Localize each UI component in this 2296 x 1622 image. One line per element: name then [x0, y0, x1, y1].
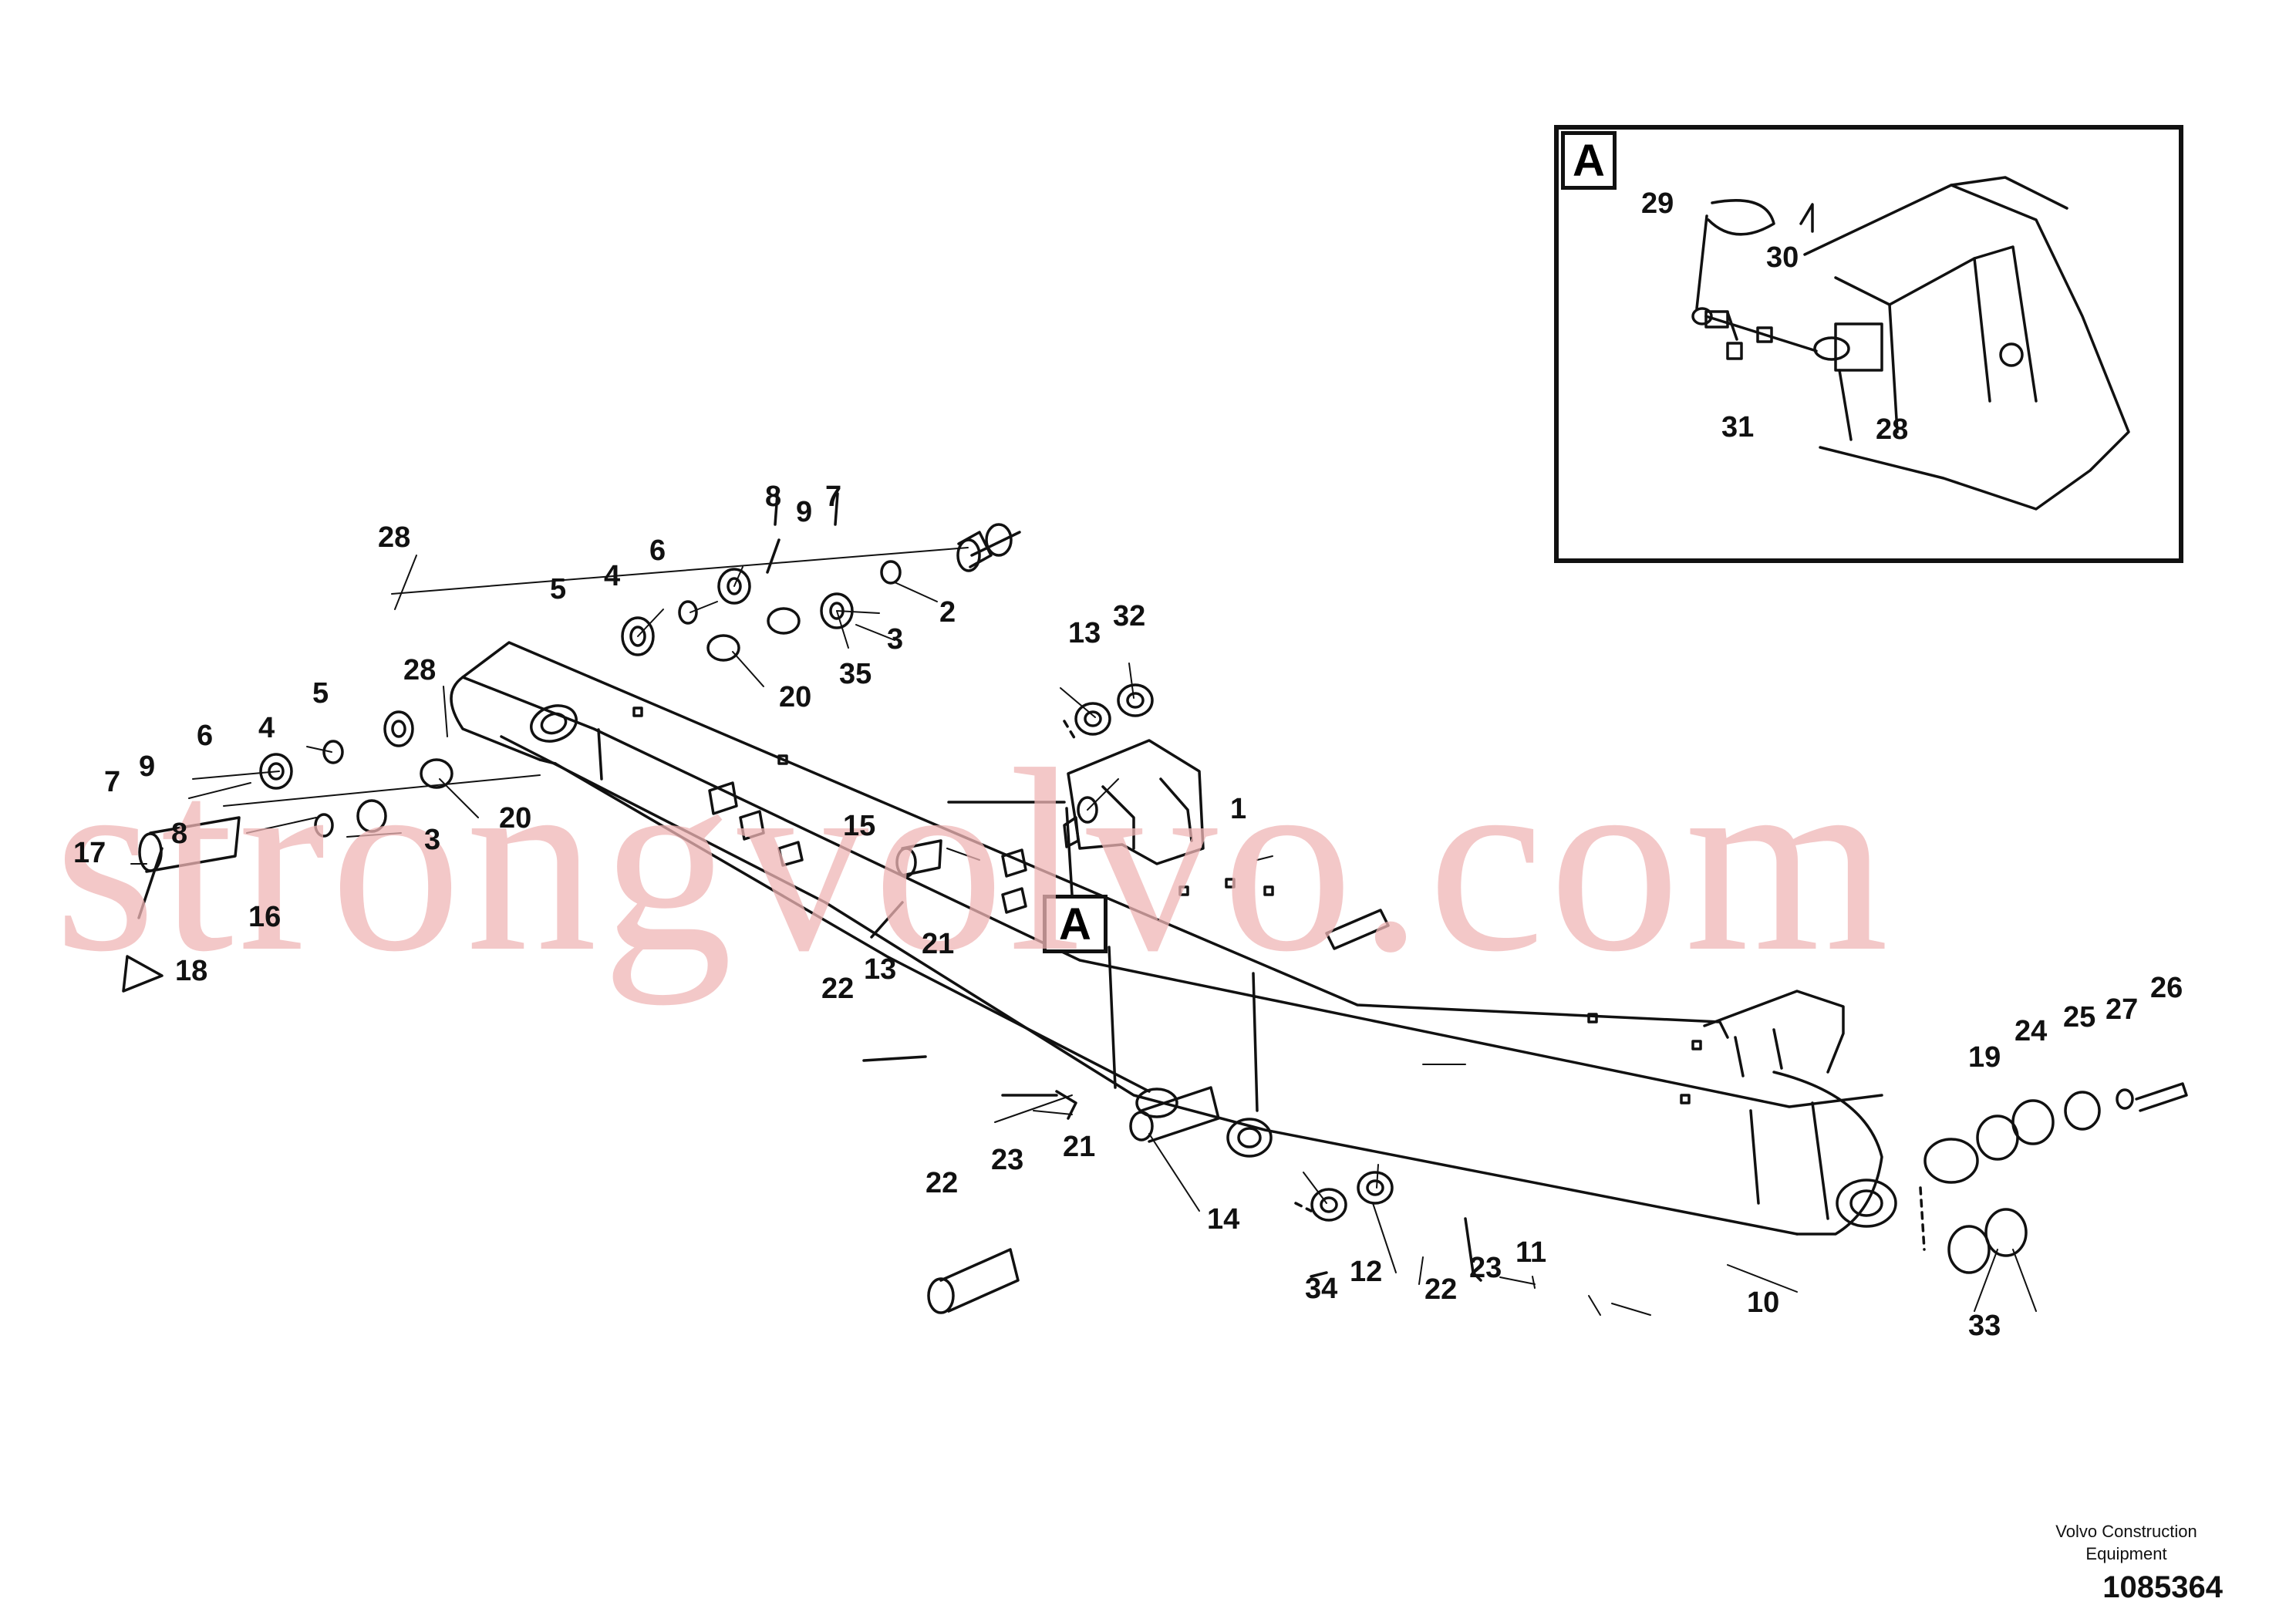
callout-28b: 28	[403, 654, 437, 686]
footer-drawing-number: 1085364	[2102, 1570, 2223, 1604]
callout-9b: 9	[139, 750, 156, 783]
callout-25: 25	[2063, 1001, 2096, 1034]
callout-22c: 22	[1424, 1273, 1458, 1306]
callout-7b: 7	[104, 766, 121, 798]
callout-20b: 20	[499, 802, 532, 835]
inset-label-30: 30	[1766, 241, 1799, 274]
inset-detail-drawing	[1691, 176, 2130, 511]
callout-5a: 5	[550, 573, 567, 605]
inset-tag-a: A	[1561, 131, 1617, 190]
callout-6b: 6	[197, 720, 214, 752]
lower-pin-group	[122, 710, 541, 993]
inset-frame	[1554, 125, 2183, 563]
callout-23b: 23	[1469, 1252, 1502, 1284]
callout-3b: 3	[424, 824, 441, 856]
inset-label-29: 29	[1641, 187, 1674, 220]
washers	[1063, 683, 2188, 1274]
callout-4b: 4	[258, 712, 275, 744]
callout-26: 26	[2150, 972, 2183, 1004]
callout-5b: 5	[312, 677, 329, 710]
callout-21b: 21	[1063, 1131, 1096, 1163]
callout-34: 34	[1305, 1273, 1338, 1305]
boom-arm	[450, 641, 1979, 1236]
callout-22b: 22	[925, 1167, 959, 1199]
callout-4a: 4	[604, 560, 621, 592]
callout-24: 24	[2014, 1015, 2048, 1047]
detail-marker-a: A	[1043, 895, 1108, 953]
callout-17: 17	[73, 837, 106, 869]
callout-23a: 23	[991, 1144, 1024, 1176]
callout-35: 35	[839, 658, 872, 690]
callout-8a: 8	[765, 481, 782, 513]
callout-33: 33	[1968, 1310, 2001, 1342]
callout-7a: 7	[825, 481, 842, 513]
inset-label-31: 31	[1721, 411, 1755, 443]
callout-1: 1	[1230, 793, 1247, 825]
callout-10: 10	[1747, 1286, 1780, 1319]
callout-3a: 3	[887, 623, 904, 656]
callout-6a: 6	[649, 534, 666, 567]
callout-8b: 8	[171, 818, 188, 850]
callout-9a: 9	[796, 496, 813, 528]
leader-lines	[130, 555, 2037, 1316]
callout-15: 15	[843, 810, 876, 842]
footer-brand: Volvo Construction Equipment	[2055, 1522, 2197, 1563]
callout-32: 32	[1113, 600, 1146, 632]
callout-16: 16	[248, 901, 282, 933]
callout-21a: 21	[922, 928, 955, 960]
callout-27: 27	[2106, 993, 2139, 1026]
callout-22a: 22	[821, 973, 855, 1005]
callout-13b: 13	[864, 953, 897, 986]
callout-14: 14	[1207, 1203, 1240, 1236]
callout-11: 11	[1515, 1236, 1547, 1269]
callout-28a: 28	[378, 521, 411, 554]
callout-19: 19	[1968, 1041, 2001, 1074]
center-pins	[862, 796, 1482, 1314]
upper-pin-group	[391, 492, 1021, 662]
callout-20a: 20	[779, 681, 812, 713]
callout-13a: 13	[1068, 617, 1101, 649]
callout-12: 12	[1350, 1256, 1383, 1288]
callout-18: 18	[175, 955, 208, 987]
inset-label-28: 28	[1876, 413, 1909, 446]
callout-2: 2	[939, 596, 956, 629]
